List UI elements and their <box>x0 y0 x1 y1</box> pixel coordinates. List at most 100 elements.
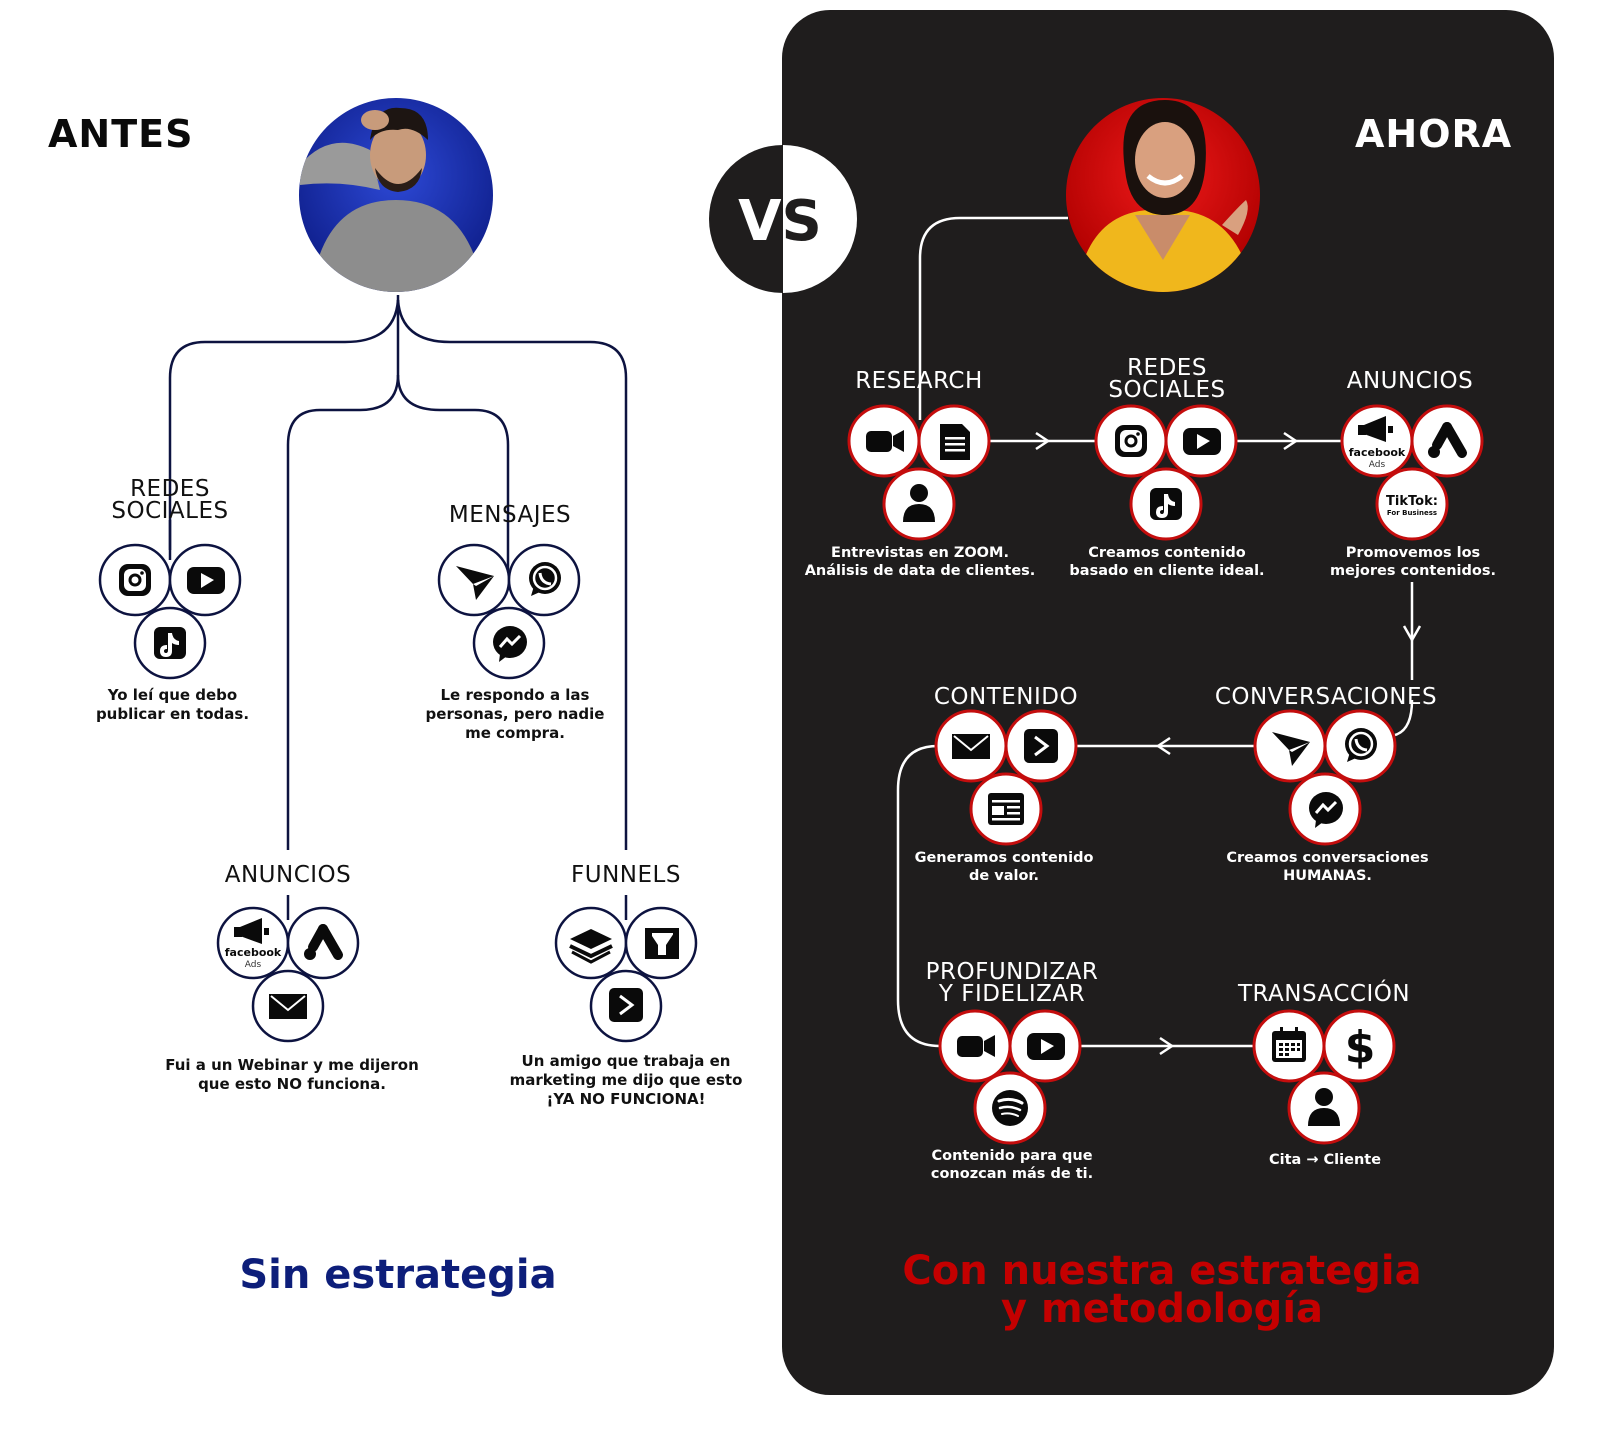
send-icon <box>456 566 494 600</box>
research-desc: Entrevistas en ZOOM. Análisis de data de… <box>795 544 1045 580</box>
conversaciones-desc: Creamos conversaciones HUMANAS. <box>1205 849 1450 885</box>
left-mensajes-desc: Le respondo a las personas, pero nadie m… <box>415 686 615 743</box>
email-icon <box>269 994 307 1019</box>
anuncios-desc-line1: Promovemos los <box>1345 545 1481 561</box>
conversaciones-title: CONVERSACIONES <box>1195 684 1457 710</box>
antes-heading: ANTES <box>48 112 194 156</box>
left-funnels-desc-text: Un amigo que trabaja en marketing me dij… <box>509 1052 743 1108</box>
anuncios-title: ANUNCIOS <box>1310 368 1510 394</box>
left-mensajes-title: MENSAJES <box>410 504 610 527</box>
right-transaccion-icons: $ <box>1252 1009 1396 1145</box>
whatsapp-icon <box>529 562 561 596</box>
tiktok-icon <box>154 627 186 659</box>
calendar-icon <box>1272 1027 1306 1062</box>
left-funnels-title: FUNNELS <box>526 862 726 888</box>
zoom-icon <box>957 1035 995 1057</box>
redes-title-line2: SOCIALES <box>1108 377 1226 403</box>
newsletter-icon <box>988 793 1024 825</box>
contenido-desc-line1: Generamos contenido <box>914 850 1094 866</box>
left-footer: Sin estrategia <box>150 1252 646 1298</box>
left-redes-title-text: REDES SOCIALES <box>111 476 229 524</box>
left-mensajes-icons <box>437 543 581 680</box>
svg-text:$: $ <box>1345 1022 1376 1073</box>
conversaciones-title-text: CONVERSACIONES <box>1214 684 1438 710</box>
contenido-title: CONTENIDO <box>906 684 1106 710</box>
left-funnels-icons <box>554 906 698 1043</box>
left-anuncios-icons: facebook Ads <box>216 906 360 1043</box>
profundizar-title-line1: PROFUNDIZAR <box>925 959 1099 985</box>
fb-label: facebook <box>225 946 282 959</box>
tiktok-business-icon: TikTok: For Business <box>1386 494 1438 517</box>
left-redes-desc: Yo leí que debo publicar en todas. <box>80 686 265 724</box>
messenger-icon <box>493 626 527 662</box>
redes-desc: Creamos contenido basado en cliente idea… <box>1050 544 1284 580</box>
user-icon <box>1308 1088 1340 1126</box>
research-desc-line2: Análisis de data de clientes. <box>804 563 1036 579</box>
right-footer-line2: y metodología <box>1000 1286 1324 1332</box>
tiktok-icon <box>1150 488 1182 520</box>
right-connectors <box>896 216 1422 1056</box>
document-icon <box>940 424 970 460</box>
transaccion-title-text: TRANSACCIÓN <box>1237 981 1411 1007</box>
youtube-icon <box>187 567 225 594</box>
conversaciones-desc-line2: HUMANAS. <box>1283 868 1372 884</box>
tiktok-business-sub: For Business <box>1387 509 1437 517</box>
anuncios-desc: Promovemos los mejores contenidos. <box>1305 544 1521 580</box>
youtube-icon <box>1183 428 1221 455</box>
left-redes-title: REDES SOCIALES <box>70 476 270 524</box>
profundizar-desc-line2: conozcan más de ti. <box>930 1166 1094 1182</box>
left-funnels-title-text: FUNNELS <box>571 862 681 888</box>
right-profundizar-icons <box>938 1009 1082 1145</box>
right-conversaciones-icons <box>1253 709 1397 846</box>
user-icon <box>903 484 935 522</box>
antes-person-avatar <box>299 98 493 292</box>
ahora-person-avatar <box>1066 98 1260 292</box>
right-footer: Con nuestra estrategia y metodología <box>852 1248 1472 1332</box>
left-anuncios-desc: Fui a un Webinar y me dijeron que esto N… <box>158 1056 426 1094</box>
left-footer-text: Sin estrategia <box>239 1252 557 1298</box>
facebook-ads-icon: facebook Ads <box>1349 416 1406 470</box>
instagram-icon <box>119 564 151 596</box>
redes-title: REDES SOCIALES <box>1067 355 1267 403</box>
contenido-desc-line2: de valor. <box>968 868 1040 884</box>
tiktok-business-label: TikTok: <box>1386 494 1438 509</box>
left-anuncios-title: ANUNCIOS <box>188 862 388 888</box>
ahora-heading: AHORA <box>1355 112 1513 156</box>
redes-desc-line1: Creamos contenido <box>1088 545 1246 561</box>
contenido-title-text: CONTENIDO <box>933 684 1079 710</box>
left-anuncios-title-text: ANUNCIOS <box>224 862 352 888</box>
left-redes-icons <box>98 543 242 680</box>
facebook-ads-icon: facebook Ads <box>225 918 282 970</box>
right-footer-line1: Con nuestra estrategia <box>902 1248 1422 1294</box>
redes-desc-line2: basado en cliente ideal. <box>1069 563 1265 579</box>
left-connectors <box>168 295 628 920</box>
transaccion-desc-text: Cita → Cliente <box>1268 1152 1382 1168</box>
redes-title-line1: REDES <box>1127 355 1207 381</box>
right-research-icons <box>847 404 991 541</box>
vs-text-light: VS <box>738 189 822 254</box>
right-anuncios-icons: facebook Ads TikTok: For Business <box>1340 404 1484 541</box>
spotify-icon <box>992 1090 1028 1126</box>
fb-sub: Ads <box>245 960 262 970</box>
left-mensajes-desc-text: Le respondo a las personas, pero nadie m… <box>425 686 605 742</box>
research-title: RESEARCH <box>819 370 1019 393</box>
activecampaign-icon <box>609 988 643 1022</box>
profundizar-desc-line1: Contenido para que <box>931 1148 1093 1164</box>
layers-icon <box>569 929 613 964</box>
transaccion-desc: Cita → Cliente <box>1240 1151 1410 1169</box>
instagram-icon <box>1115 425 1147 457</box>
profundizar-title-line2: Y FIDELIZAR <box>938 981 1086 1007</box>
google-ads-icon <box>1428 422 1467 458</box>
anuncios-title-text: ANUNCIOS <box>1346 368 1474 394</box>
transaccion-title: TRANSACCIÓN <box>1213 981 1435 1007</box>
email-icon <box>952 734 990 759</box>
profundizar-title: PROFUNDIZAR Y FIDELIZAR <box>900 959 1124 1007</box>
anuncios-desc-line2: mejores contenidos. <box>1330 563 1496 579</box>
vs-text-dark: VS <box>738 189 822 254</box>
dollar-icon: $ <box>1345 1022 1376 1073</box>
send-icon <box>1272 732 1310 766</box>
fb-sub: Ads <box>1369 460 1386 470</box>
youtube-icon <box>1027 1033 1065 1060</box>
fb-label: facebook <box>1349 446 1406 459</box>
